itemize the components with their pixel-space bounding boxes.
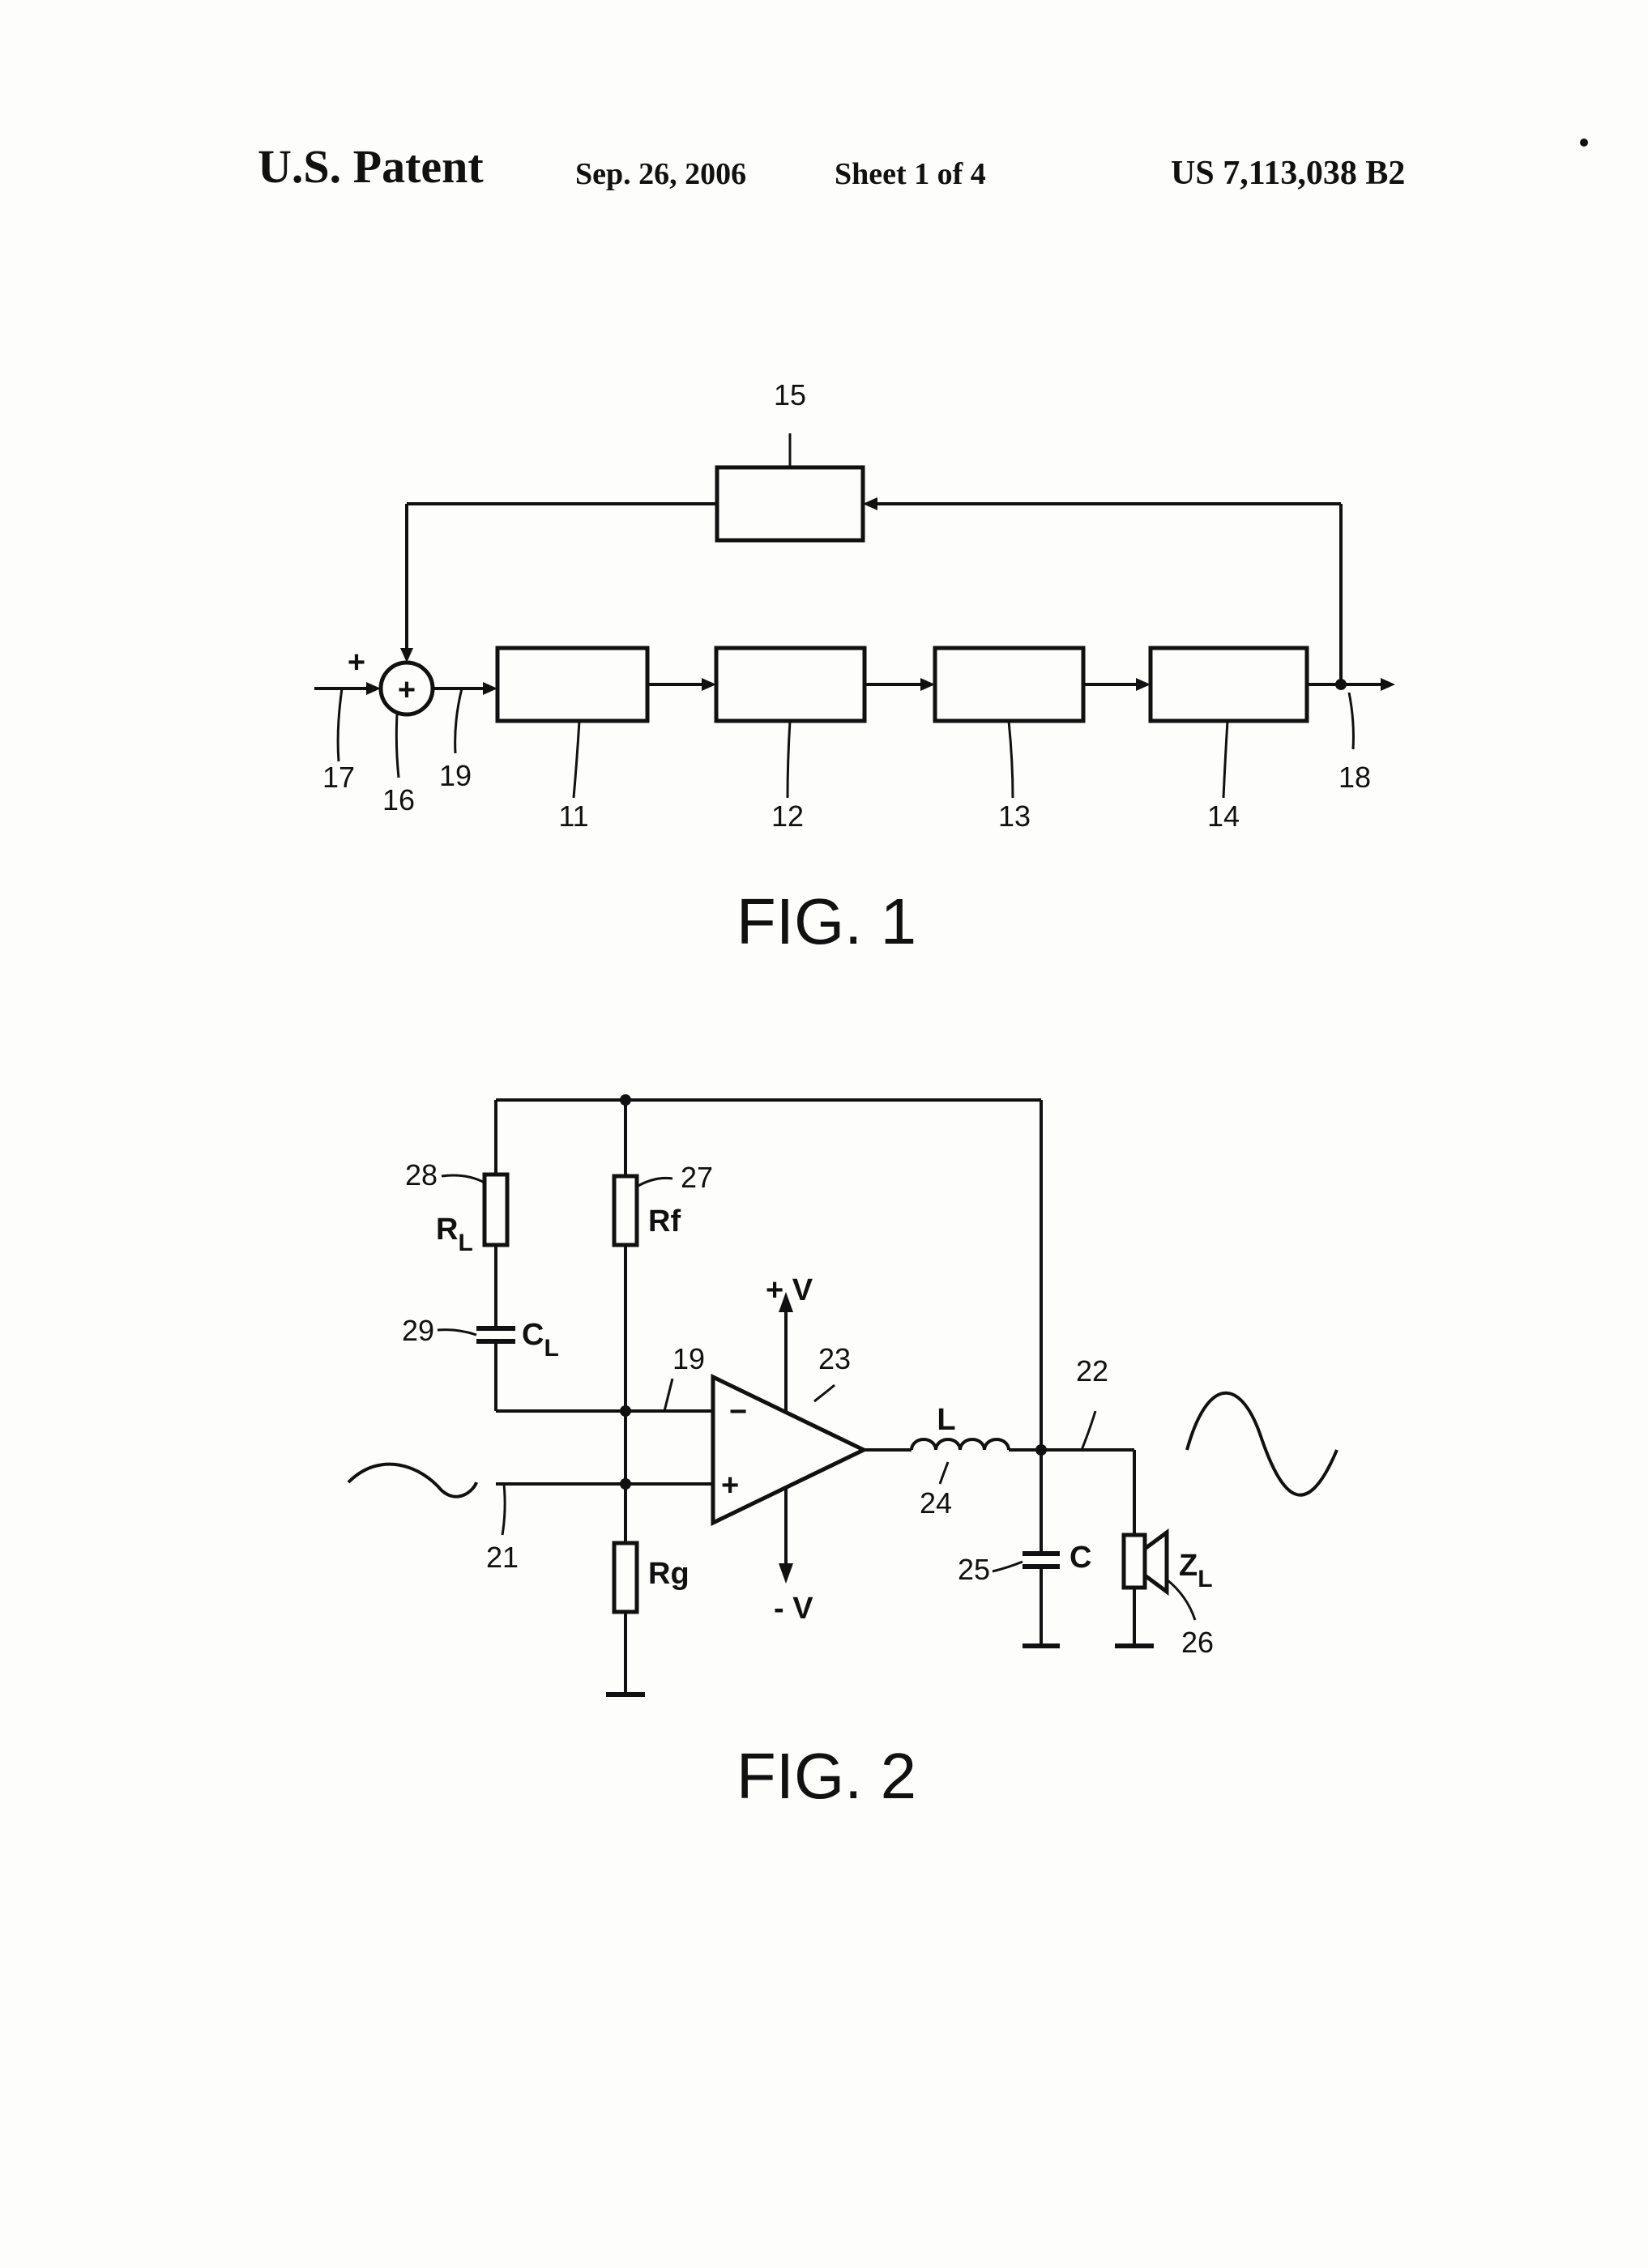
fig1-label-13: 13 [998, 799, 1031, 833]
fig2-label-cl-sub: L [544, 1335, 558, 1362]
fig2-leader-28 [441, 1174, 485, 1184]
fig1-block-14 [1148, 646, 1309, 723]
fig1-label-17: 17 [322, 761, 355, 794]
fig2-label-29: 29 [402, 1314, 434, 1347]
fig2-label-zl-sub: L [1198, 1566, 1212, 1592]
fig2-circuit-diagram: − + [347, 1094, 1338, 1812]
fig2-leader-24 [938, 1461, 950, 1485]
fig2-label-28: 28 [405, 1158, 438, 1192]
fig1-plus-sign: + [348, 646, 365, 680]
fig1-label-15: 15 [774, 378, 806, 411]
fig2-leader-27 [636, 1177, 673, 1188]
fig2-resistor-rf [612, 1174, 639, 1247]
fig2-resistor-rl [482, 1172, 510, 1247]
fig1-block-11 [495, 646, 650, 723]
fig2-vneg-arrow-icon [779, 1563, 793, 1584]
fig2-label-22: 22 [1076, 1354, 1108, 1388]
fig2-leader-25 [992, 1560, 1023, 1573]
fig1-leader-19 [454, 688, 463, 754]
fig1-feedback-down-arrow-icon [400, 648, 413, 663]
fig2-minus-input: − [729, 1395, 747, 1429]
fig1-output-arrow-icon [1381, 678, 1395, 691]
fig2-leader-19 [663, 1378, 674, 1412]
fig1-leader-17 [336, 688, 344, 762]
fig2-label-zl: ZL [1179, 1549, 1213, 1592]
fig2-leader-29 [437, 1328, 477, 1336]
fig2-leader-26 [1166, 1578, 1197, 1621]
fig1-arrow-icon [702, 678, 716, 691]
header-date: Sep. 26, 2006 [575, 157, 747, 191]
fig1-caption: FIG. 1 [736, 885, 916, 957]
fig2-plus-input: + [721, 1469, 739, 1503]
fig2-vpos-arrow-icon [779, 1292, 793, 1312]
fig2-label-24: 24 [920, 1486, 952, 1520]
fig2-label-19: 19 [672, 1342, 705, 1375]
fig2-label-rl-main: R [436, 1213, 458, 1247]
fig1-label-11: 11 [558, 799, 588, 833]
fig1-label-19: 19 [439, 759, 472, 792]
fig2-label-27: 27 [681, 1161, 713, 1194]
fig2-label-l: L [937, 1403, 955, 1437]
fig2-speaker-26 [1121, 1533, 1147, 1590]
fig1-label-12: 12 [771, 799, 804, 833]
fig2-label-vpos: + V [766, 1273, 813, 1307]
fig1-feedback-arrow-icon [863, 497, 877, 510]
fig1-block-15 [715, 465, 865, 543]
fig1-arrow-icon [1136, 678, 1151, 691]
fig1-input-arrow-icon [366, 682, 381, 695]
fig2-caption: FIG. 2 [736, 1740, 916, 1812]
fig1-arrow-icon [920, 678, 935, 691]
header-patent-label: U.S. Patent [258, 140, 484, 193]
fig2-node-inv [620, 1405, 631, 1417]
fig1-leader-18 [1347, 692, 1355, 750]
fig2-leader-23 [813, 1383, 835, 1403]
header-sheet-number: Sheet 1 of 4 [835, 157, 986, 191]
fig2-output-wave-icon [1185, 1391, 1338, 1497]
fig1-label-16: 16 [382, 783, 415, 816]
fig1-block-12 [714, 646, 867, 723]
fig1-block-13 [933, 646, 1086, 723]
fig1-leader-13 [1007, 720, 1014, 799]
fig2-inductor-24 [910, 1438, 1010, 1451]
speck-mark [1580, 139, 1588, 147]
fig2-input-wave-icon [347, 1462, 478, 1498]
fig1-arrow-icon [483, 682, 497, 695]
fig2-label-23: 23 [818, 1342, 851, 1375]
fig2-opamp-23 [711, 1374, 869, 1526]
fig1-block-diagram: + + [314, 378, 1395, 957]
fig2-label-cl: CL [522, 1318, 559, 1362]
fig2-label-rl-sub: L [458, 1230, 472, 1256]
fig1-leader-12 [786, 720, 792, 799]
fig1-leader-11 [572, 720, 581, 799]
fig2-label-21: 21 [486, 1541, 519, 1574]
fig2-speaker-cone-icon [1142, 1528, 1169, 1596]
fig2-label-rl: RL [436, 1213, 473, 1256]
fig2-label-c: C [1069, 1541, 1091, 1575]
fig2-label-zl-main: Z [1179, 1549, 1198, 1583]
fig2-label-cl-main: C [522, 1318, 544, 1352]
fig1-summer-symbol: + [398, 673, 416, 707]
fig2-leader-22 [1080, 1410, 1097, 1451]
fig1-leader-16 [395, 714, 400, 778]
fig2-label-25: 25 [958, 1553, 990, 1586]
fig1-leader-14 [1222, 720, 1229, 799]
fig2-label-vneg: - V [774, 1592, 813, 1626]
fig2-label-rg: Rg [648, 1557, 690, 1591]
fig2-leader-21 [501, 1483, 506, 1536]
header-patent-number: US 7,113,038 B2 [1171, 155, 1406, 192]
fig1-label-14: 14 [1207, 799, 1240, 833]
fig2-label-rf: Rf [648, 1204, 681, 1238]
fig2-label-26: 26 [1181, 1626, 1214, 1659]
fig2-resistor-rg [612, 1541, 639, 1614]
fig1-label-18: 18 [1338, 761, 1371, 794]
